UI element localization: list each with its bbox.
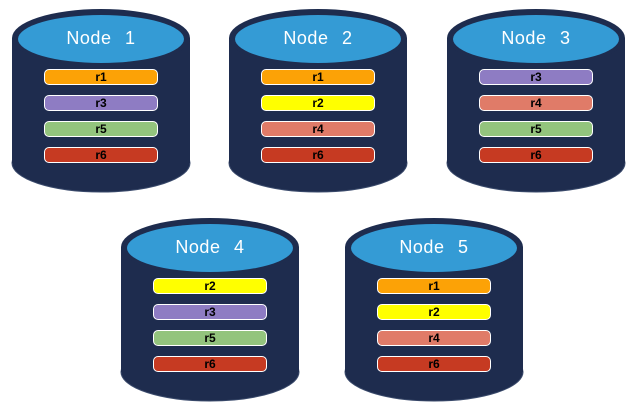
replica-bar: r1 xyxy=(377,278,491,294)
replica-bar: r6 xyxy=(377,356,491,372)
replica-bar: r2 xyxy=(153,278,267,294)
replica-bar: r1 xyxy=(261,69,375,85)
replica-bar: r6 xyxy=(261,147,375,163)
replica-bar-list: r1 r2 r4 r6 xyxy=(261,69,375,163)
replica-bar: r4 xyxy=(479,95,593,111)
replica-bar: r2 xyxy=(377,304,491,320)
replica-bar-list: r1 r2 r4 r6 xyxy=(377,278,491,372)
node-1-cylinder: Node 1 r1 r3 r5 r6 xyxy=(11,8,191,194)
node-5-cylinder: Node 5 r1 r2 r4 r6 xyxy=(344,217,524,403)
node-2-cylinder: Node 2 r1 r2 r4 r6 xyxy=(228,8,408,194)
replica-bar: r4 xyxy=(377,330,491,346)
replica-bar: r5 xyxy=(153,330,267,346)
replica-bar: r6 xyxy=(153,356,267,372)
node-title: Node 2 xyxy=(283,28,353,48)
node-title: Node 4 xyxy=(175,237,245,257)
replica-bar: r2 xyxy=(261,95,375,111)
node-4-cylinder: Node 4 r2 r3 r5 r6 xyxy=(120,217,300,403)
replica-bar: r3 xyxy=(153,304,267,320)
replica-bar: r5 xyxy=(44,121,158,137)
replica-bar-list: r2 r3 r5 r6 xyxy=(153,278,267,372)
replica-bar: r6 xyxy=(44,147,158,163)
node-title: Node 5 xyxy=(399,237,469,257)
replica-bar-list: r3 r4 r5 r6 xyxy=(479,69,593,163)
node-title: Node 3 xyxy=(501,28,571,48)
node-title: Node 1 xyxy=(66,28,136,48)
replica-bar: r5 xyxy=(479,121,593,137)
replica-bar: r3 xyxy=(479,69,593,85)
replica-bar: r1 xyxy=(44,69,158,85)
replica-bar-list: r1 r3 r5 r6 xyxy=(44,69,158,163)
replica-bar: r6 xyxy=(479,147,593,163)
replica-bar: r4 xyxy=(261,121,375,137)
replica-bar: r3 xyxy=(44,95,158,111)
node-3-cylinder: Node 3 r3 r4 r5 r6 xyxy=(446,8,626,194)
